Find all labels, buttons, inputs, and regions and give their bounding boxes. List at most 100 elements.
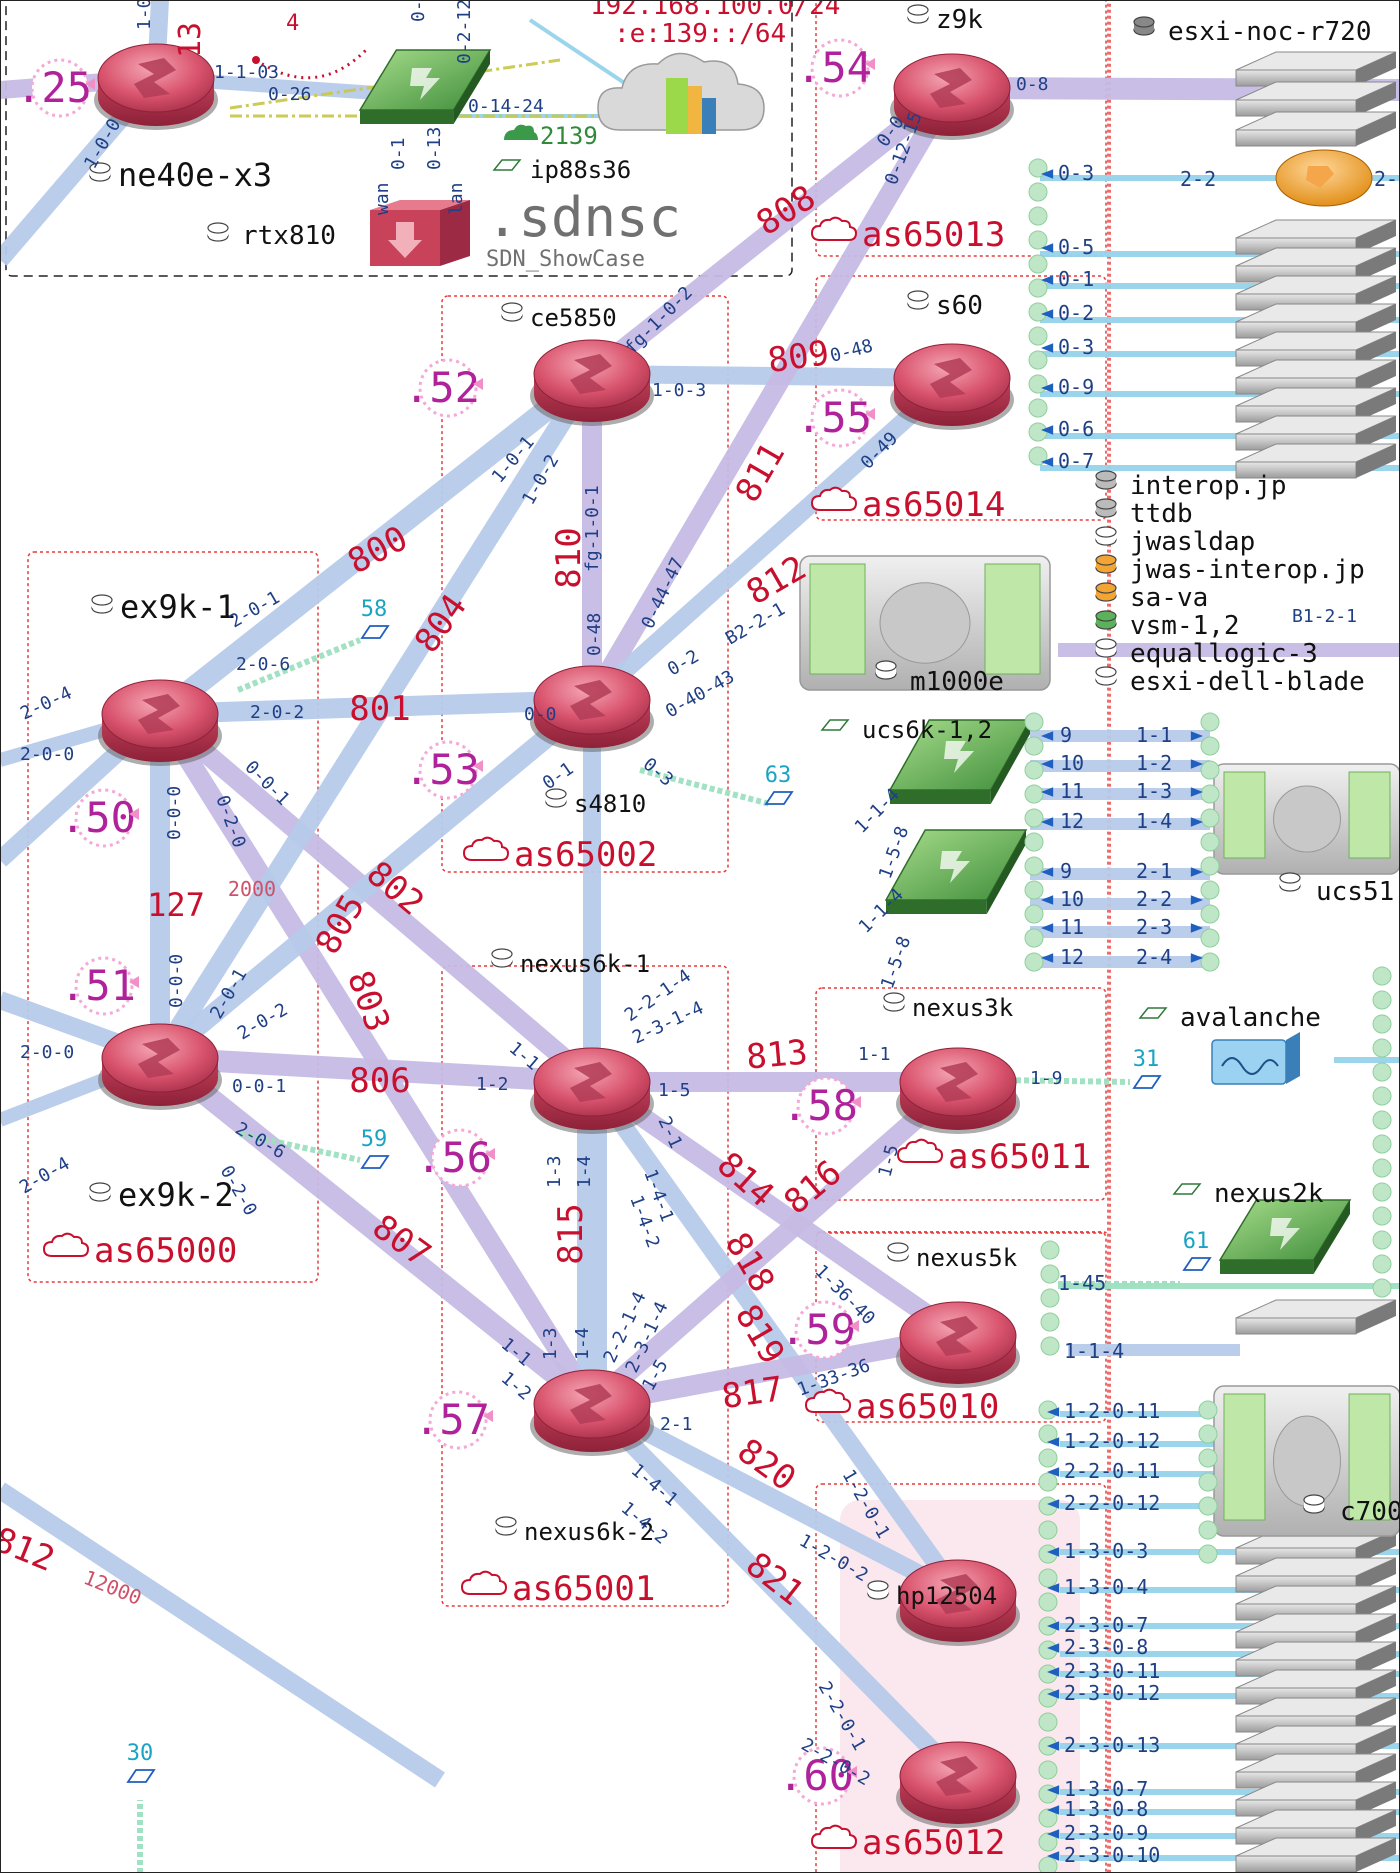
server-side: [1356, 220, 1396, 254]
port-arrow-icon: [1041, 243, 1054, 253]
port-arrow-icon: [1047, 1643, 1060, 1653]
bottom-port-label: 2-3-0-12: [1064, 1681, 1160, 1705]
port-box-icon: [1182, 1257, 1212, 1271]
ucs-port-label: 10: [1060, 887, 1084, 911]
bottom-port-label: 2-3-0-10: [1064, 1843, 1160, 1867]
port-dot-icon: [1024, 760, 1044, 780]
avalanche-icon: [1138, 1007, 1168, 1019]
bottom-port-label: 1-3-0-7: [1064, 1777, 1148, 1801]
ucs-port-label: 12: [1060, 809, 1084, 833]
server-side: [1356, 304, 1396, 338]
nexus2k-icon: [1172, 1183, 1202, 1195]
server-side: [1356, 1838, 1396, 1872]
node-name-label: nexus5k: [916, 1244, 1018, 1272]
server-front: [1235, 129, 1357, 147]
port-arrow-icon: [1041, 425, 1054, 435]
port-arrow-icon: [1041, 309, 1054, 319]
port-box-icon: [764, 791, 794, 805]
port-dot-icon: [1028, 422, 1048, 442]
chassis-blade: [1348, 1393, 1391, 1521]
sdnsc-logo-label: .sdnsc: [486, 186, 681, 249]
port-dot-icon: [1200, 712, 1220, 732]
vlan-label: 127: [147, 886, 205, 924]
device-small-icon: [1279, 872, 1301, 884]
server-side: [1356, 1642, 1396, 1676]
link-port-label: 1-5-8: [877, 934, 915, 992]
bottom-port-label: 2-3-0-8: [1064, 1635, 1148, 1659]
link-port-label: 2-0-0: [20, 1042, 74, 1063]
server-side: [1356, 1530, 1396, 1564]
ip-pointer-icon: [851, 1096, 861, 1108]
asn-cloud-icon: [896, 1138, 944, 1163]
b1-port-label: B1-2-1: [1292, 606, 1357, 627]
server-column: [1235, 247, 1397, 283]
ip-pointer-icon: [473, 760, 483, 772]
rtx810-label: rtx810: [242, 221, 336, 251]
bottom-port-label: 1-2-0-11: [1064, 1399, 1160, 1423]
port-arrow-icon: [1047, 1741, 1060, 1751]
dotted-arc: [255, 48, 368, 80]
port-box-icon: [1132, 1075, 1162, 1089]
port-dot-icon: [1372, 1038, 1392, 1058]
ucs-port-label: 1-4: [1136, 809, 1172, 833]
port-arrow-icon: [1047, 1805, 1060, 1815]
router-glyph-icon: [138, 1038, 180, 1078]
colorbar-icon: [688, 86, 702, 134]
router-glyph-icon: [930, 68, 972, 108]
router-nexus6k2: [530, 1369, 654, 1456]
device-small-icon: [491, 948, 513, 960]
link-port-label: 0-48: [828, 335, 875, 367]
link-port-label: 0-2: [664, 646, 703, 680]
link-port-label: 2-0-2: [234, 999, 291, 1044]
vlan-label: 809: [765, 333, 831, 381]
c700-label: c700: [1340, 1497, 1400, 1527]
server-column: [1235, 443, 1397, 479]
port-dot-icon: [1038, 1568, 1058, 1588]
frame-sdn-showcase: [5, 0, 793, 277]
chassis-ucs51: [1213, 763, 1400, 875]
node-ip-label: .50: [60, 793, 136, 842]
port-arrow-icon: [1190, 923, 1203, 933]
server-side: [1356, 360, 1396, 394]
link-port-label: 1-2: [476, 1074, 509, 1095]
port-dot-icon: [1040, 1288, 1060, 1308]
port-arrow-icon: [1047, 1407, 1060, 1417]
switch-side: [453, 50, 490, 124]
server-port-label: 2-1: [1374, 167, 1400, 191]
device-small-icon: [1095, 526, 1117, 538]
server-side: [1356, 1810, 1396, 1844]
link-port-59: [239, 1131, 361, 1163]
link-ex9k2-ce5850: [151, 368, 601, 1064]
frame-as65014: [815, 275, 1107, 521]
port-arrow-icon: [1041, 895, 1054, 905]
server-column: [1235, 219, 1397, 255]
router-glyph-icon: [936, 1756, 978, 1796]
sdnsc-sub-label: SDN_ShowCase: [486, 247, 645, 272]
router-z9k: [890, 53, 1014, 140]
port-arrow-icon: [1041, 867, 1054, 877]
node-ip-label: .52: [404, 363, 480, 412]
node-asn-label: as65002: [514, 835, 657, 875]
device-small-icon: [1095, 470, 1117, 482]
link-port-label: 0-48: [584, 613, 605, 656]
asn-cloud-icon: [460, 1570, 508, 1595]
link-port-63: [639, 767, 771, 807]
port-dot-icon: [1038, 1520, 1058, 1540]
port-dot-icon: [1028, 326, 1048, 346]
link-port-label: 0-13: [424, 127, 445, 170]
link-port-label: 2-1: [660, 1414, 693, 1435]
port-arrow-icon: [1047, 1667, 1060, 1677]
node-name-label: nexus6k-1: [520, 950, 650, 978]
switch-side: [1220, 1260, 1314, 1274]
avalanche-label: avalanche: [1180, 1003, 1321, 1033]
link-port-label: 1-9: [1030, 1068, 1063, 1089]
router-ex9k1: [98, 679, 222, 766]
port-dot-icon: [1040, 1264, 1060, 1284]
server-port-label: 0-1: [1058, 267, 1094, 291]
device-small-icon: [875, 660, 897, 672]
misc-port-label: 1-45: [1058, 1271, 1106, 1295]
port-number-label: 31: [1133, 1047, 1160, 1072]
bottom-port-label: 2-3-0-13: [1064, 1733, 1160, 1757]
link-port-label: 0-0-1: [232, 1076, 286, 1097]
